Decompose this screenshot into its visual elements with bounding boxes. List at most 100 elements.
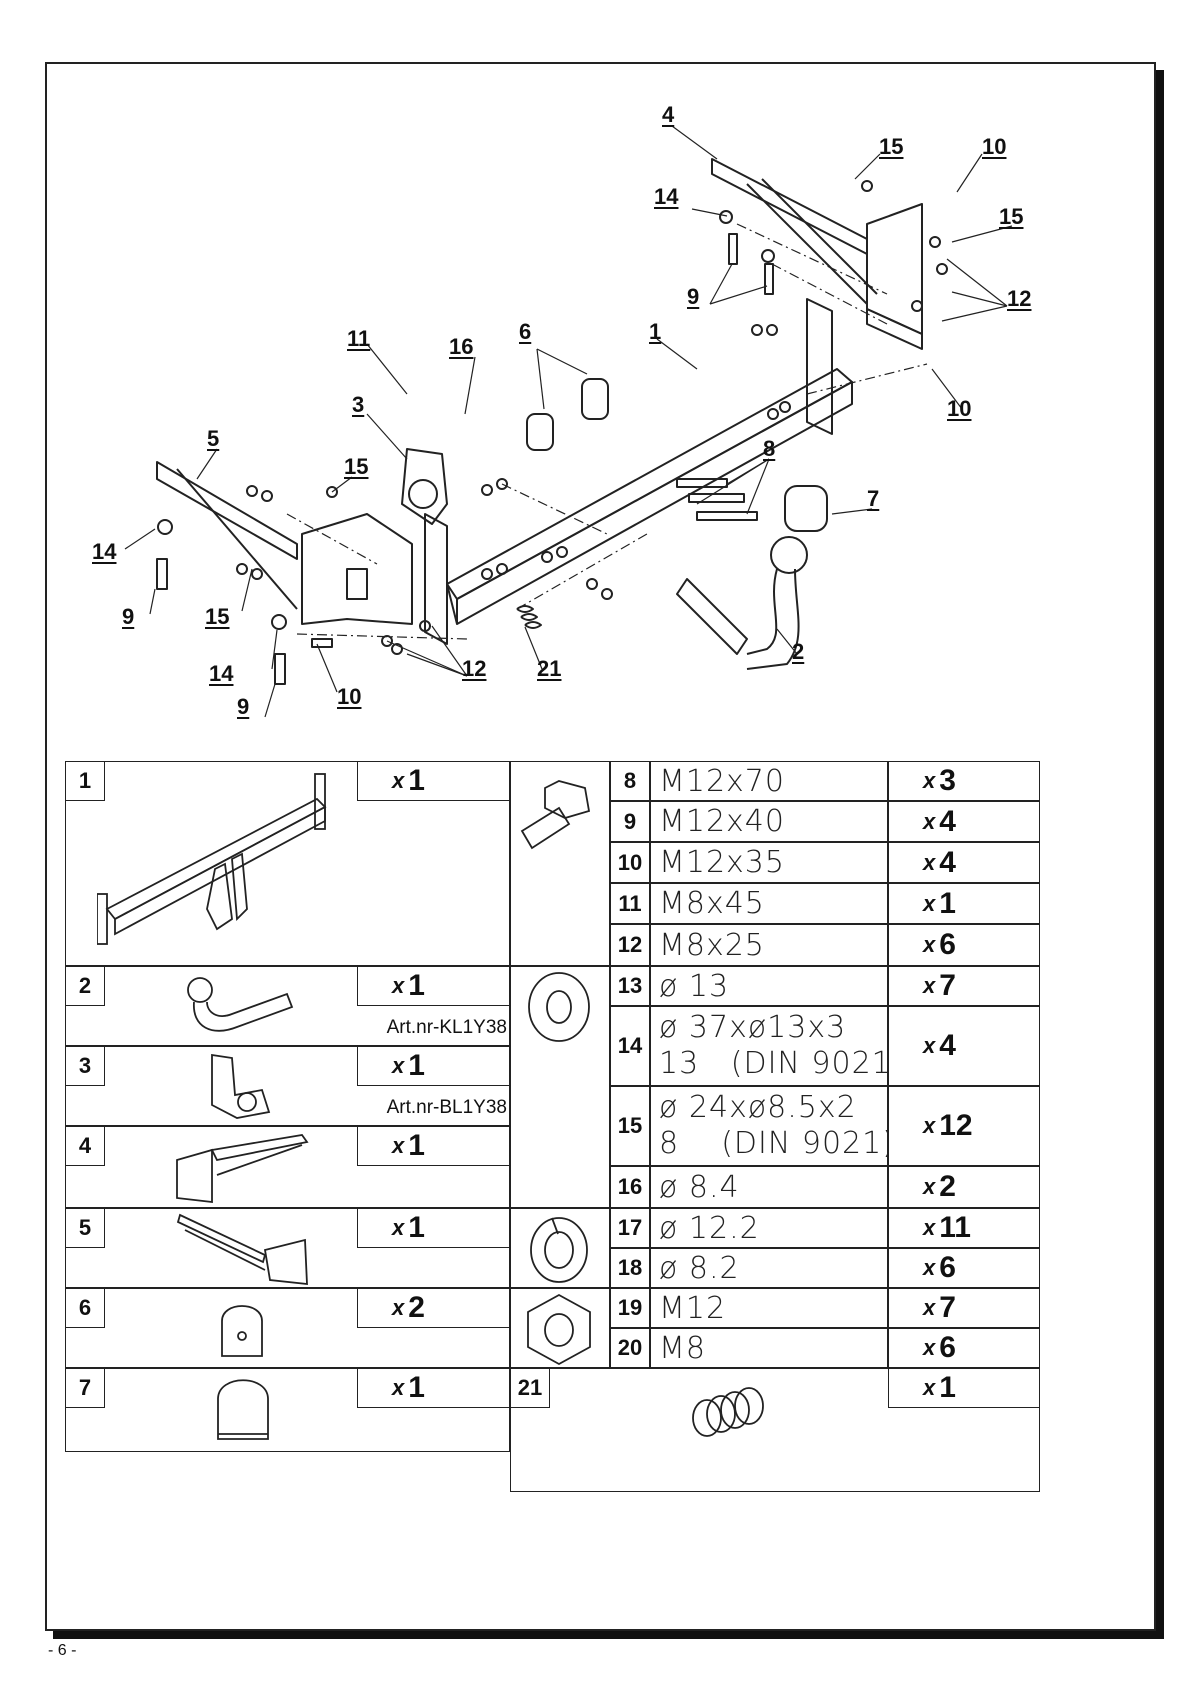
bolt-icon (520, 780, 591, 850)
hardware-number: 15 (610, 1086, 650, 1166)
right-bracket-thumbnail (176, 1134, 309, 1204)
qty-prefix: x (923, 932, 936, 957)
part-art-nr-2: Art.nr-KL1Y38 (386, 1017, 507, 1038)
qty-value: 1 (939, 886, 956, 920)
callout-7: 7 (867, 486, 880, 511)
spec-line: M12x70 (659, 763, 785, 799)
callout-15: 15 (344, 454, 369, 479)
bolt-icon-cell (510, 761, 610, 966)
qty-prefix: x (923, 1295, 936, 1320)
callout-10: 10 (982, 134, 1007, 159)
hardware-spec: M12x35 (650, 842, 888, 883)
spring-thumbnail (692, 1387, 764, 1437)
towball-thumbnail (187, 977, 294, 1032)
callout-15: 15 (879, 134, 904, 159)
spec-line-din: 8 (DIN 9021) (659, 1126, 895, 1161)
callout-12: 12 (1007, 286, 1032, 311)
hardware-number: 9 (610, 801, 650, 842)
right-bracket-part (711, 158, 923, 350)
part-art-nr-3: Art.nr-BL1Y38 (386, 1097, 507, 1118)
qty-prefix: x (923, 1113, 936, 1138)
callout-9: 9 (237, 694, 250, 719)
qty-prefix: x (392, 768, 405, 793)
page-number: - 6 - (48, 1642, 77, 1659)
callout-10: 10 (337, 684, 362, 709)
callout-14: 14 (654, 184, 679, 209)
exploded-assembly-diagram (124, 125, 1013, 718)
qty-prefix: x (923, 1255, 936, 1280)
callout-11: 11 (347, 326, 371, 351)
qty-prefix: x (923, 973, 936, 998)
qty-value: 7 (939, 969, 956, 1002)
callout-5: 5 (207, 426, 220, 451)
hardware-number: 11 (610, 883, 650, 924)
callout-16: 16 (449, 334, 474, 359)
hardware-number: 14 (610, 1006, 650, 1086)
callout-10: 10 (947, 396, 972, 421)
qty-prefix: x (923, 1174, 936, 1199)
part-number-21: 21 (510, 1368, 550, 1408)
spec-line: ø 8.2 (659, 1250, 740, 1286)
qty-value: 4 (939, 845, 956, 879)
callout-1: 1 (649, 319, 662, 344)
callout-15: 15 (999, 204, 1024, 229)
qty-value: 2 (408, 1291, 425, 1324)
callout-6: 6 (519, 319, 532, 344)
hardware-number: 12 (610, 924, 650, 966)
callout-8: 8 (763, 436, 776, 461)
hardware-spec: M12 (650, 1288, 888, 1328)
spec-line: M8x25 (659, 927, 765, 963)
qty-prefix: x (923, 1335, 936, 1360)
spec-line: M8 (659, 1330, 706, 1366)
qty-value: 1 (408, 1371, 425, 1404)
callout-14: 14 (92, 539, 117, 564)
qty-value: 7 (939, 1291, 956, 1324)
hardware-spec: ø 12.2 (650, 1208, 888, 1248)
hardware-spec: M8x25 (650, 924, 888, 966)
qty-value: 1 (408, 969, 425, 1002)
callout-2: 2 (792, 639, 805, 664)
qty-prefix: x (923, 808, 936, 834)
qty-value: 12 (939, 1109, 973, 1142)
part-number-2: 2 (65, 966, 105, 1006)
qty-value: 1 (408, 764, 425, 797)
callout-14: 14 (209, 661, 234, 686)
socket-plate-thumbnail (211, 1053, 271, 1119)
socket-plate-part (401, 448, 448, 525)
callout-21: 21 (537, 656, 562, 681)
hardware-spec: ø 8.4 (650, 1166, 888, 1208)
qty-value: 4 (939, 1029, 956, 1062)
hardware-number: 20 (610, 1328, 650, 1368)
qty-value: 1 (408, 1049, 425, 1082)
part-number-3: 3 (65, 1046, 105, 1086)
hardware-number: 16 (610, 1166, 650, 1208)
left-bracket-thumbnail (176, 1213, 308, 1286)
hardware-spec: M8 (650, 1328, 888, 1368)
qty-prefix: x (392, 1215, 405, 1240)
qty-value: 6 (939, 1251, 956, 1284)
qty-value: 6 (939, 1331, 956, 1364)
qty-value: 1 (939, 1371, 956, 1404)
washer-icon-cell (510, 966, 610, 1208)
callout-3: 3 (352, 392, 365, 417)
part-number-7: 7 (65, 1368, 105, 1408)
part-number-1: 1 (65, 761, 105, 801)
callout-9: 9 (122, 604, 135, 629)
spec-line: M12 (659, 1290, 727, 1326)
qty-value: 1 (408, 1211, 425, 1244)
hardware-spec: ø 13 (650, 966, 888, 1006)
qty-prefix: x (392, 1133, 405, 1158)
